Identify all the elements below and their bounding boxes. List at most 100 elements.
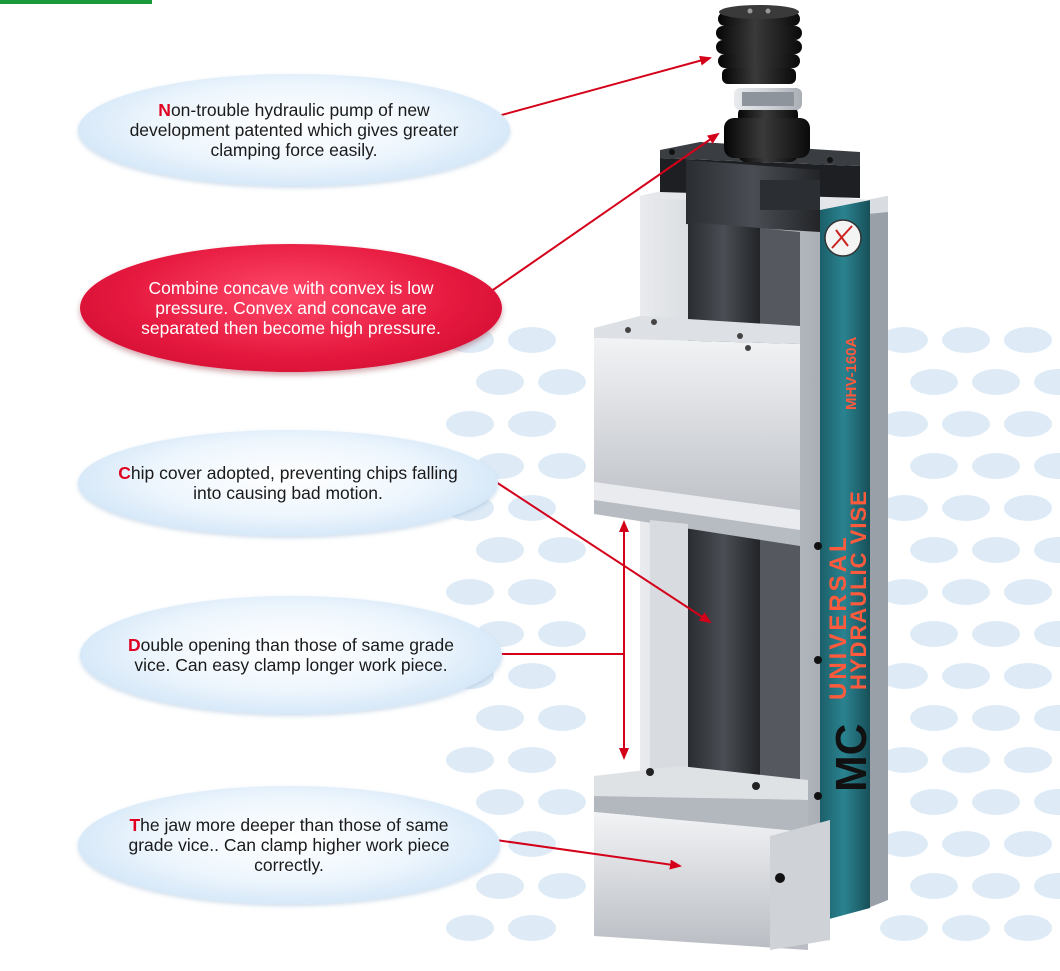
background-dot	[910, 873, 958, 899]
top-green-tab	[0, 0, 152, 4]
background-dot	[538, 537, 586, 563]
callout-initial: D	[128, 635, 141, 655]
background-dot	[1004, 663, 1052, 689]
background-dot	[1004, 747, 1052, 773]
background-dot	[942, 411, 990, 437]
background-dot	[1034, 453, 1060, 479]
background-dot	[1004, 915, 1052, 941]
vise-model: MHV-160A	[843, 336, 860, 410]
callout-initial: C	[118, 463, 131, 483]
background-dot	[1034, 369, 1060, 395]
background-dot	[910, 537, 958, 563]
background-dot	[1034, 621, 1060, 647]
background-dot	[538, 705, 586, 731]
background-dot	[1034, 873, 1060, 899]
callout-text: ouble opening than those of same grade v…	[134, 635, 454, 675]
background-dot	[942, 327, 990, 353]
callout-double-opening: Double opening than those of same grade …	[80, 596, 502, 714]
background-dot	[880, 915, 928, 941]
vise-logo-emblem	[824, 219, 862, 257]
callout-text: he jaw more deeper than those of same gr…	[128, 815, 450, 875]
background-dot	[508, 663, 556, 689]
background-dot	[538, 621, 586, 647]
background-dot	[942, 663, 990, 689]
callout-initial: T	[129, 815, 141, 835]
background-dot	[1004, 495, 1052, 521]
background-dot	[942, 831, 990, 857]
background-dot	[1004, 579, 1052, 605]
background-dot	[1004, 411, 1052, 437]
background-dot	[910, 705, 958, 731]
callout-deep-jaw: The jaw more deeper than those of same g…	[78, 786, 500, 904]
arrow-pump	[497, 55, 712, 117]
arrow-chip-cover	[495, 481, 712, 624]
background-dot	[476, 873, 524, 899]
callout-text: on-trouble hydraulic pump of new develop…	[129, 100, 459, 160]
background-dot	[508, 747, 556, 773]
background-dot	[942, 915, 990, 941]
background-dot	[476, 369, 524, 395]
background-dot	[508, 327, 556, 353]
background-dot	[942, 495, 990, 521]
background-dot	[476, 705, 524, 731]
background-dot	[446, 411, 494, 437]
background-dot	[508, 831, 556, 857]
background-dot	[538, 789, 586, 815]
background-dot	[508, 915, 556, 941]
background-dot	[972, 453, 1020, 479]
background-dot	[972, 537, 1020, 563]
background-dot	[972, 789, 1020, 815]
background-dot	[880, 327, 928, 353]
background-dot	[880, 579, 928, 605]
callout-hydraulic-pump: Non-trouble hydraulic pump of new develo…	[78, 74, 510, 186]
background-dot	[972, 621, 1020, 647]
vise-label-line1: UNIVERSAL	[825, 534, 852, 700]
vise-body-side	[818, 200, 870, 922]
background-dot	[476, 537, 524, 563]
hydraulic-pump-handle	[716, 5, 810, 162]
background-dot	[1004, 327, 1052, 353]
background-dot	[476, 789, 524, 815]
background-dot	[880, 747, 928, 773]
background-dot	[1034, 705, 1060, 731]
vise-label: MC UNIVERSAL HYDRAULIC VISE MHV-160A	[824, 219, 876, 792]
background-dot	[538, 873, 586, 899]
background-dot	[880, 495, 928, 521]
vise-label-line2: HYDRAULIC VISE	[846, 490, 871, 690]
background-dot	[972, 705, 1020, 731]
background-dot	[538, 453, 586, 479]
background-dot	[972, 873, 1020, 899]
background-dot	[880, 411, 928, 437]
vise-moving-jaw	[594, 316, 800, 546]
background-dot	[1004, 831, 1052, 857]
background-dot	[1034, 537, 1060, 563]
callout-chip-cover: Chip cover adopted, preventing chips fal…	[78, 430, 498, 536]
callout-text: hip cover adopted, preventing chips fall…	[130, 463, 458, 503]
background-dot	[942, 579, 990, 605]
vise-lower-column	[650, 520, 822, 800]
background-dot	[910, 369, 958, 395]
background-dot	[910, 453, 958, 479]
background-dot	[972, 369, 1020, 395]
background-dot	[538, 369, 586, 395]
background-dot	[446, 579, 494, 605]
arrow-jaw	[495, 839, 682, 870]
background-dot	[508, 411, 556, 437]
vise-side-rail	[868, 196, 888, 908]
background-dot	[446, 915, 494, 941]
background-dot	[1034, 789, 1060, 815]
background-dot	[942, 747, 990, 773]
background-dot	[910, 621, 958, 647]
background-dot	[508, 579, 556, 605]
callout-concave-convex: Combine concave with convex is low press…	[80, 244, 502, 372]
background-dot	[880, 663, 928, 689]
vise-fixed-jaw	[594, 766, 830, 950]
background-dot	[910, 789, 958, 815]
arrow-concave	[489, 132, 720, 293]
background-dot	[880, 831, 928, 857]
background-dot	[446, 747, 494, 773]
callout-initial: N	[158, 100, 171, 120]
vise-brand: MC	[827, 724, 876, 792]
